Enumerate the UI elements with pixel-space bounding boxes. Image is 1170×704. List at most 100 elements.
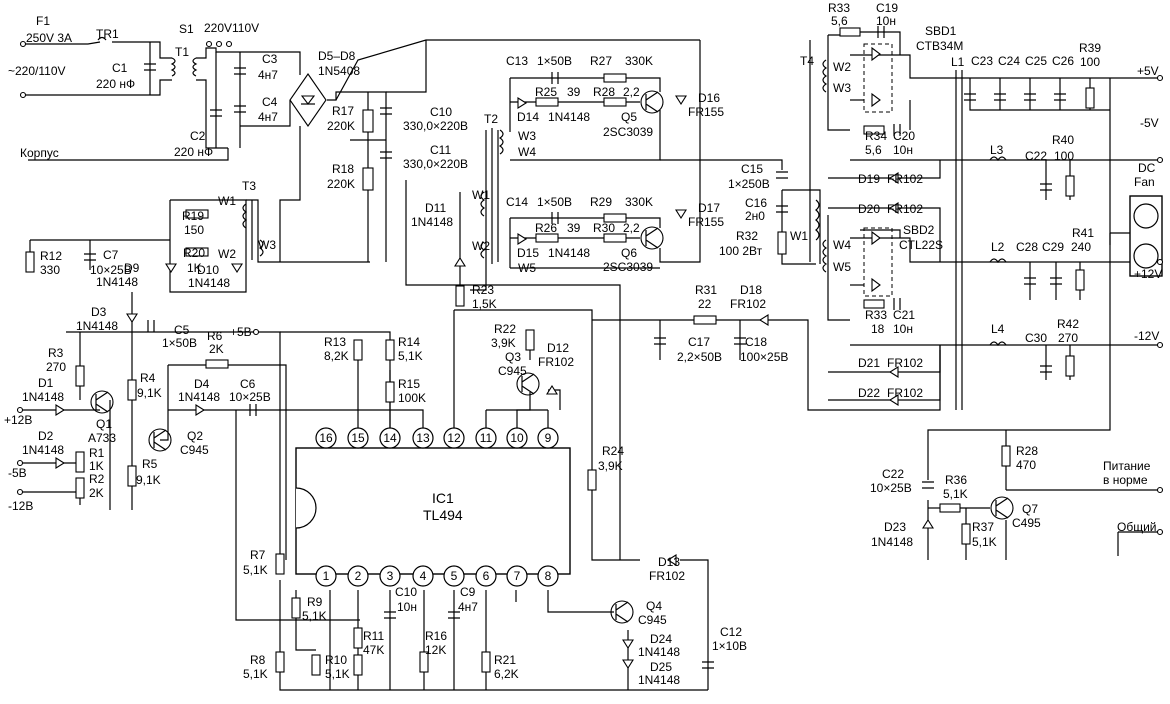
label-189: R34 bbox=[865, 129, 887, 143]
label-98: 1N4148 bbox=[22, 390, 64, 404]
label-1: 250V 3A bbox=[26, 31, 72, 45]
label-0: F1 bbox=[36, 14, 50, 28]
label-154: C9 bbox=[460, 585, 476, 599]
label-128: Q3 bbox=[505, 350, 521, 364]
dc-fan-connector bbox=[1129, 195, 1163, 277]
bridge-d5-d8 bbox=[289, 73, 327, 127]
label-10: C3 bbox=[262, 52, 278, 66]
diode-d25 bbox=[622, 659, 634, 670]
label-153: 10н bbox=[397, 600, 417, 614]
diode-d1 bbox=[55, 404, 66, 416]
ic-pin-circle bbox=[315, 427, 337, 449]
capacitor-c29 bbox=[1050, 277, 1062, 285]
capacitors bbox=[84, 26, 1066, 669]
label-36: 1N4148 bbox=[548, 110, 590, 124]
resistor-r11 bbox=[353, 627, 363, 649]
label-215: C21 bbox=[893, 308, 915, 322]
resistor-r42 bbox=[1065, 355, 1075, 377]
capacitor-c18 bbox=[734, 337, 746, 345]
transformer-t1 bbox=[170, 57, 198, 77]
label-88: C5 bbox=[174, 323, 190, 337]
resistor-r33-top bbox=[839, 27, 861, 37]
label-191: 5,6 bbox=[865, 143, 882, 157]
label-176: SBD1 bbox=[925, 24, 957, 38]
label-169: 1N4148 bbox=[638, 673, 680, 687]
label-175: 10н bbox=[876, 14, 896, 28]
label-7: S1 bbox=[179, 22, 194, 36]
label-56: D17 bbox=[698, 201, 720, 215]
resistor-r18 bbox=[362, 167, 374, 191]
diode-d14 bbox=[517, 97, 528, 109]
label-203: Fan bbox=[1134, 175, 1155, 189]
resistor-r17 bbox=[362, 109, 374, 133]
diode-d18 bbox=[758, 314, 769, 326]
diode-d10-a bbox=[165, 263, 177, 274]
label-49: 39 bbox=[567, 221, 581, 235]
label-187: 100 bbox=[1080, 55, 1100, 69]
label-45: 1×50В bbox=[537, 195, 572, 209]
label-40: FR155 bbox=[688, 105, 724, 119]
resistor-r27 bbox=[603, 73, 627, 83]
diode-d12 bbox=[546, 384, 558, 395]
capacitor-c6 bbox=[249, 404, 257, 416]
label-186: R39 bbox=[1079, 41, 1101, 55]
label-47: 330K bbox=[625, 195, 653, 209]
capacitor-c3 bbox=[234, 67, 246, 75]
label-200: D20 bbox=[858, 202, 880, 216]
diode-d20 bbox=[888, 202, 899, 214]
label-85: 1N4148 bbox=[96, 275, 138, 289]
capacitor-c16 bbox=[776, 205, 788, 213]
label-135: FR102 bbox=[730, 297, 766, 311]
label-194: L3 bbox=[990, 143, 1004, 157]
resistor-r21 bbox=[481, 651, 491, 673]
label-41: T2 bbox=[484, 112, 498, 126]
label-70: R19 bbox=[182, 209, 204, 223]
diode-d21 bbox=[888, 366, 899, 378]
package-sbd2 bbox=[863, 227, 893, 297]
transistor-q5 bbox=[640, 90, 664, 114]
label-51: 2,2 bbox=[623, 221, 640, 235]
ic-pin-circle bbox=[475, 565, 497, 587]
label-131: FR102 bbox=[538, 355, 574, 369]
terminals bbox=[16, 40, 1164, 536]
label-241: Общий bbox=[1117, 520, 1157, 534]
label-113: 9,1K bbox=[136, 473, 161, 487]
label-160: R8 bbox=[250, 653, 266, 667]
ic-pin-number: 9 bbox=[545, 431, 552, 445]
ic-pin-circle bbox=[347, 427, 369, 449]
label-82: C7 bbox=[103, 248, 119, 262]
label-13: 4н7 bbox=[258, 110, 278, 124]
resistor-r12 bbox=[25, 251, 35, 273]
capacitor-c24 bbox=[994, 93, 1006, 101]
transformer-t2-w2 bbox=[480, 241, 486, 259]
label-109: 1N4148 bbox=[22, 443, 64, 457]
ic-pin-number: 16 bbox=[319, 431, 333, 445]
label-87: 1N4148 bbox=[76, 319, 118, 333]
ic-pin-circle bbox=[443, 565, 465, 587]
resistor-r37 bbox=[961, 523, 971, 545]
resistor-r22 bbox=[525, 329, 535, 351]
label-221: 270 bbox=[1058, 331, 1078, 345]
resistor-r4 bbox=[127, 379, 137, 401]
label-163: 5,1K bbox=[325, 667, 350, 681]
resistor-r8 bbox=[275, 651, 285, 673]
label-165: 6,2K bbox=[494, 667, 519, 681]
diode-d16 bbox=[675, 95, 687, 106]
label-150: R9 bbox=[307, 595, 323, 609]
capacitor-c22-right bbox=[922, 481, 934, 489]
ic-pin-number: 15 bbox=[351, 431, 365, 445]
label-30: 330K bbox=[625, 54, 653, 68]
label-147: C945 bbox=[638, 613, 667, 627]
resistor-r3 bbox=[75, 365, 85, 387]
label-211: R41 bbox=[1072, 226, 1094, 240]
label-71: 150 bbox=[184, 223, 204, 237]
capacitor-c13 bbox=[551, 72, 559, 84]
label-77: W3 bbox=[258, 238, 276, 252]
label-127: 3,9K bbox=[491, 336, 516, 350]
diode-d19 bbox=[888, 172, 899, 184]
label-102: 10×25В bbox=[229, 390, 271, 404]
label-195: R40 bbox=[1052, 133, 1074, 147]
label-151: 5,1K bbox=[302, 609, 327, 623]
label-26: 220K bbox=[327, 177, 355, 191]
label-19: R17 bbox=[332, 104, 354, 118]
